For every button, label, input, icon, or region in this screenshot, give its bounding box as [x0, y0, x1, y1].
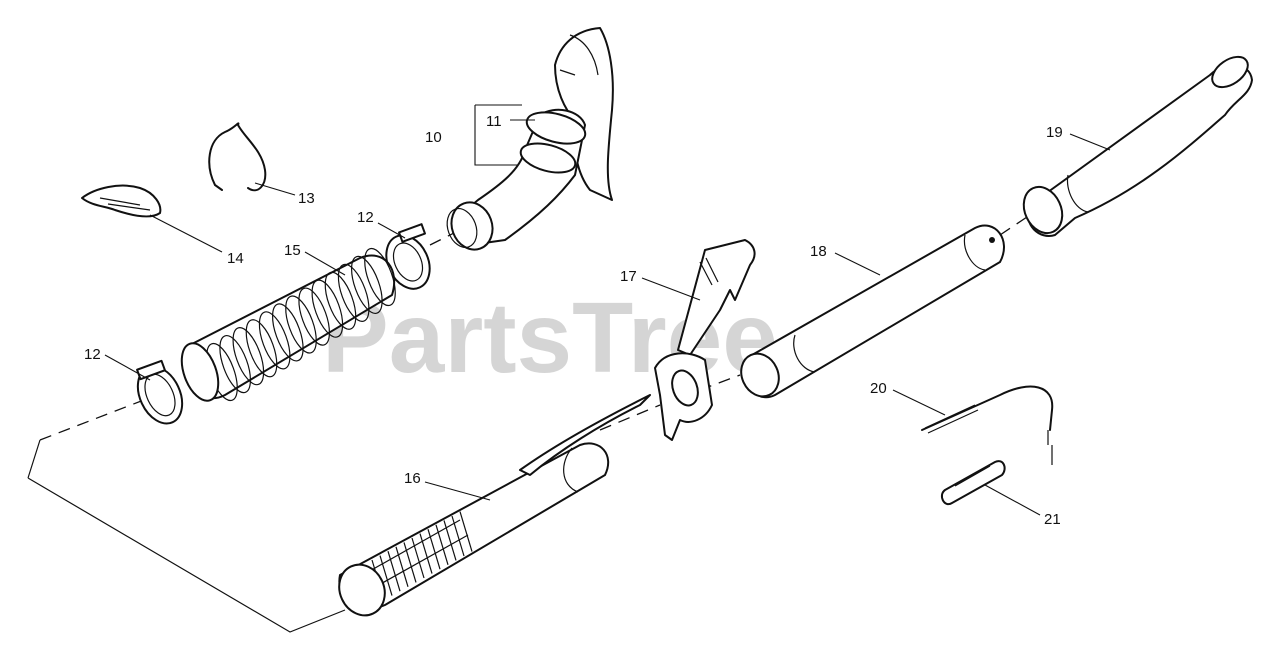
hose-rib [245, 319, 278, 378]
throttle-handle-17 [654, 239, 756, 441]
hose-clamp-lower [136, 359, 184, 425]
callout-14: 14 [227, 250, 244, 267]
sleeve-21 [941, 460, 1006, 506]
nozzle-tube-16 [338, 394, 651, 617]
flex-hose-15 [180, 247, 396, 402]
callout-11: 11 [486, 113, 502, 130]
grip-line [411, 537, 425, 579]
callout-12-lower: 12 [84, 346, 101, 363]
hose-rib [350, 255, 383, 315]
grip-line [387, 551, 401, 592]
hose-rib [285, 295, 317, 354]
straight-tube-18 [740, 224, 1005, 399]
hose-rib [298, 287, 331, 346]
grip-line [419, 533, 433, 574]
callout-19: 19 [1046, 124, 1063, 141]
strap-14 [81, 184, 162, 218]
hose-rib [311, 279, 344, 338]
grip-line [435, 524, 449, 565]
hose-rib [232, 327, 265, 386]
grip-line [427, 529, 441, 570]
hose-rib [258, 311, 291, 370]
throttle-cable-20 [921, 385, 1054, 465]
callout-10: 10 [425, 129, 442, 146]
callout-17: 17 [620, 268, 637, 285]
hose-rib [337, 263, 370, 322]
callout-13: 13 [298, 190, 315, 207]
hose-rib [271, 303, 304, 362]
grip-line [443, 520, 457, 561]
grip-line [403, 542, 417, 583]
leader-lines [104, 104, 1111, 516]
hose-clamp-upper [385, 223, 431, 290]
grip-line [395, 546, 409, 587]
grip-line [379, 555, 393, 596]
callout-21: 21 [1044, 511, 1061, 528]
assembly-frame [27, 439, 346, 633]
hose-rib [324, 271, 357, 330]
callout-18: 18 [810, 243, 827, 260]
callout-20: 20 [870, 380, 887, 397]
clip-13 [208, 122, 267, 192]
callout-12-upper: 12 [357, 209, 374, 226]
grip-line [459, 511, 473, 552]
callout-15: 15 [284, 242, 301, 259]
callout-16: 16 [404, 470, 421, 487]
hose-rib [219, 334, 252, 394]
curved-tube-19 [1022, 55, 1253, 237]
grip-line [451, 515, 465, 557]
hose-rib [364, 247, 396, 307]
outlet-elbow [446, 108, 587, 251]
